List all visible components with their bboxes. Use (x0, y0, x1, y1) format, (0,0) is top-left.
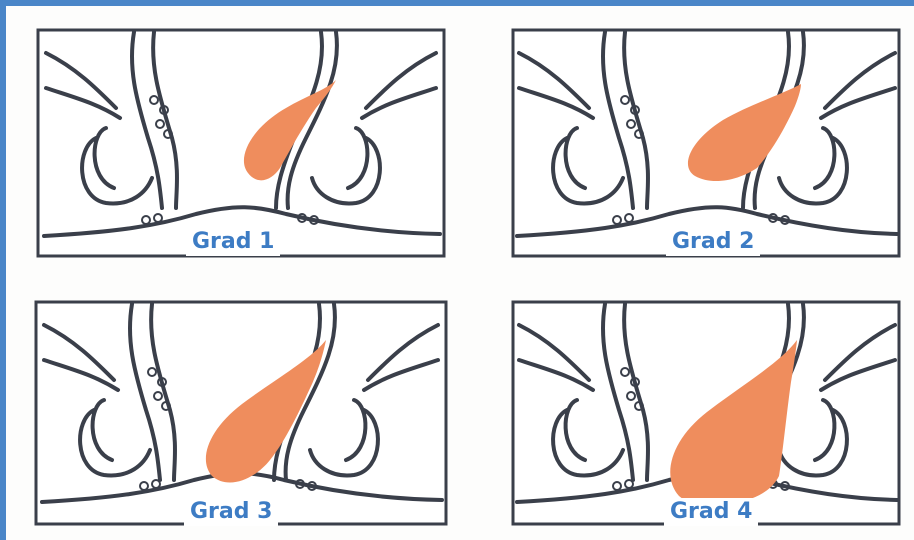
panel-grade-4 (511, 300, 901, 526)
panel-border (38, 30, 444, 256)
grade-label-3: Grad 3 (184, 498, 278, 526)
grade-label-4: Grad 4 (664, 498, 758, 526)
panel-grade-3 (34, 300, 448, 526)
grade-label-2: Grad 2 (666, 228, 760, 256)
grade-label-1: Grad 1 (186, 228, 280, 256)
panel-grade-2 (511, 28, 901, 258)
panel-grade-1 (36, 28, 446, 258)
